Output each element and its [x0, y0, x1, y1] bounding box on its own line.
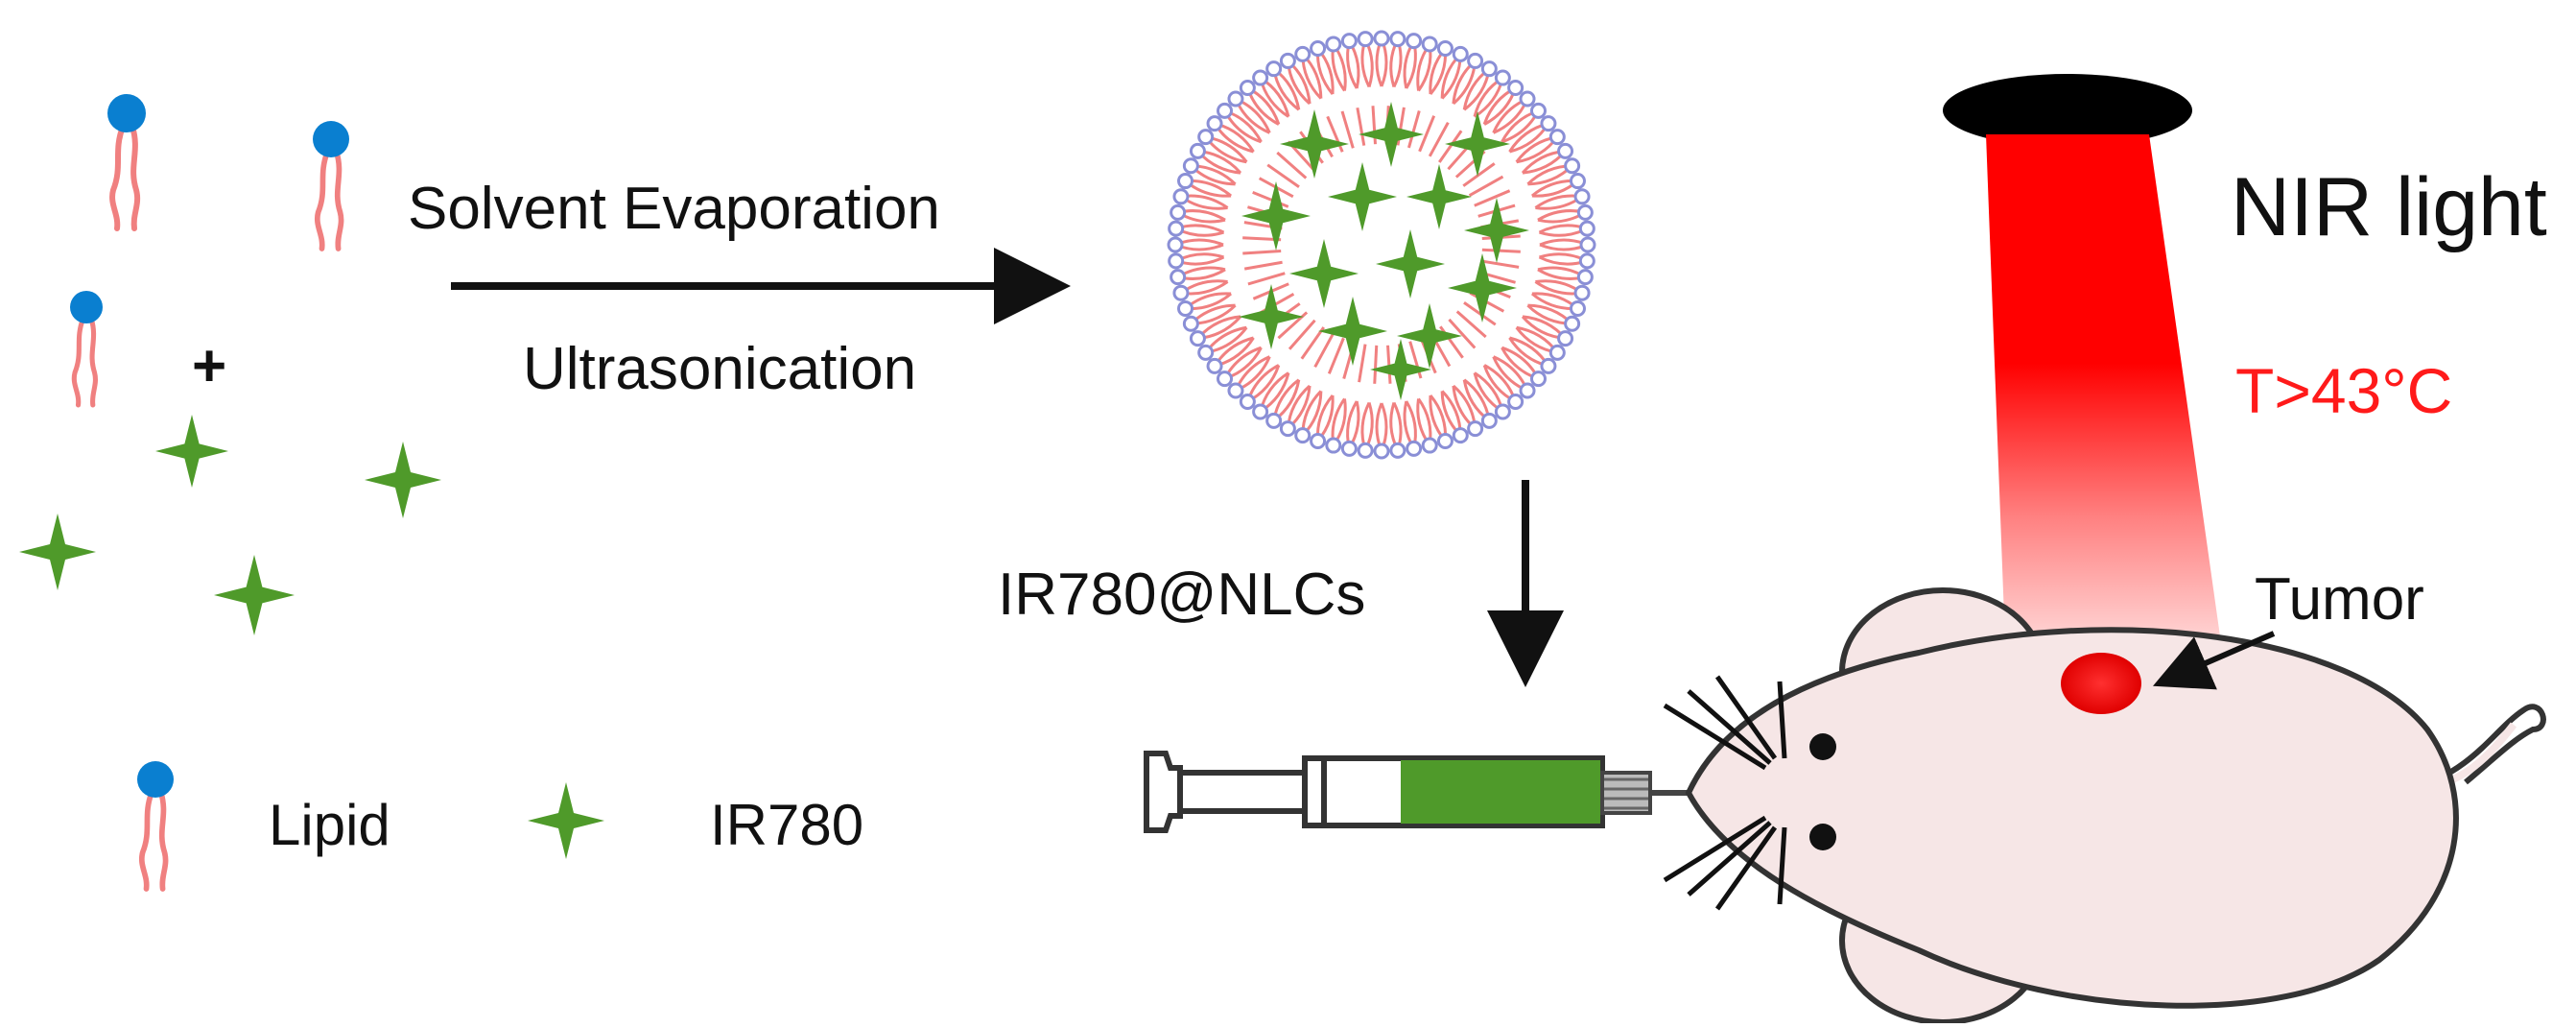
free-lipids	[70, 94, 349, 408]
ir780-star-icon	[1376, 229, 1445, 299]
ir780-star-icon	[155, 415, 228, 488]
ir780-star-icon	[1445, 111, 1510, 177]
ir780-star-icon	[1280, 109, 1349, 179]
laser-beam	[1986, 134, 2221, 643]
mouse-icon	[1663, 587, 2546, 1025]
free-ir780	[19, 415, 441, 635]
nanoparticle-icon	[1167, 30, 1596, 460]
lipid-icon	[313, 121, 349, 251]
ir780-star-icon	[19, 514, 96, 590]
plus-sign: +	[192, 333, 226, 399]
legend-lipid-icon	[137, 761, 174, 892]
ir780-star-icon	[1241, 181, 1311, 251]
ir780-star-icon	[1359, 102, 1424, 167]
ir780-star-icon	[1406, 164, 1472, 229]
lamp-icon	[1943, 74, 2192, 147]
legend-ir780-label: IR780	[710, 793, 863, 857]
tumor-label: Tumor	[2255, 566, 2424, 633]
product-label: IR780@NLCs	[998, 562, 1365, 628]
nir-light-label: NIR light	[2231, 161, 2547, 253]
step-label-ultrasonication: Ultrasonication	[523, 336, 916, 402]
step-label-solvent-evaporation: Solvent Evaporation	[408, 176, 940, 242]
ir780-star-icon	[1370, 339, 1431, 400]
ir780-star-icon	[1289, 239, 1359, 308]
ir780-star-icon	[1464, 198, 1529, 263]
ir780-star-icon	[1448, 253, 1517, 323]
tumor-icon	[2061, 653, 2141, 714]
lipid-icon	[70, 291, 103, 408]
ir780-star-icon	[214, 555, 295, 635]
temperature-label: T>43°C	[2235, 355, 2452, 426]
legend-ir780-icon	[528, 782, 604, 859]
legend-ir780-star-icon	[528, 782, 604, 859]
syringe-icon	[1144, 751, 1689, 833]
legend-lipid-label: Lipid	[269, 793, 390, 857]
ir780-star-icon	[1397, 303, 1462, 369]
lipid-icon	[107, 94, 146, 231]
legend-lipid-icon	[137, 761, 174, 892]
ir780-star-icon	[1318, 297, 1387, 366]
ir780-star-icon	[1328, 162, 1397, 231]
ir780-star-icon	[365, 442, 441, 518]
tumor-arrow	[2152, 631, 2276, 690]
ir780-star-icon	[1239, 284, 1304, 349]
